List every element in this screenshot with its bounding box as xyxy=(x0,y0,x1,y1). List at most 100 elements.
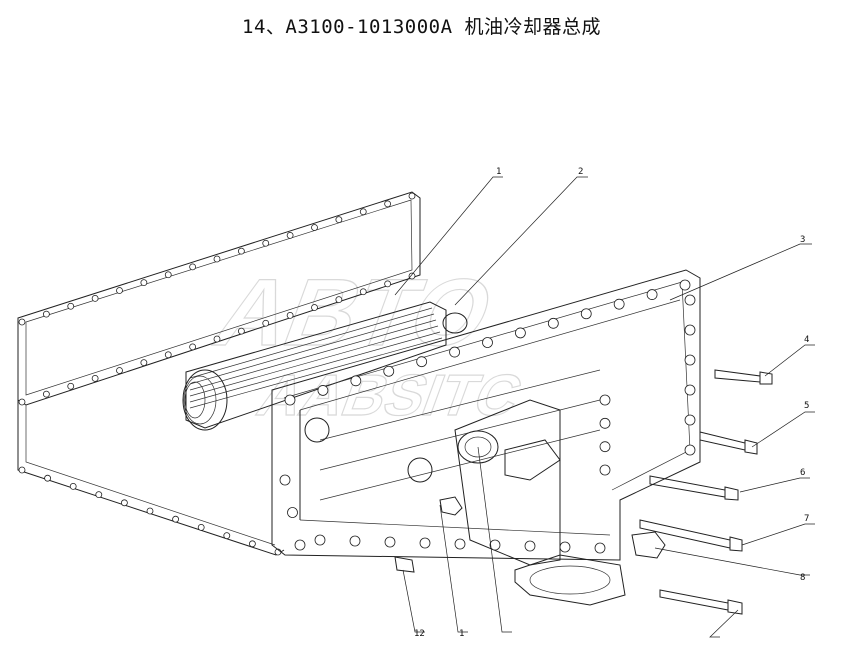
bolt-hole xyxy=(237,247,245,255)
bolt-hole xyxy=(580,308,592,320)
bolt-hole xyxy=(482,337,493,348)
bolt-hole xyxy=(146,507,154,515)
bolt-hole xyxy=(311,224,318,231)
bolt-hole xyxy=(684,444,696,456)
bolt-hole xyxy=(317,385,329,396)
bolt-bottom xyxy=(659,589,743,615)
bolt-hole xyxy=(121,499,128,507)
bolt-hole xyxy=(559,541,571,553)
bolt-hole xyxy=(684,414,696,426)
bolt-hole xyxy=(547,317,559,329)
callout-labels: 1 2 3 4 5 6 7 8 12 1 xyxy=(414,167,809,639)
bolt-hole xyxy=(286,311,294,319)
callout-12: 12 xyxy=(414,629,425,639)
bolt-hole xyxy=(599,394,611,406)
bolt-7 xyxy=(639,519,743,552)
bolt-hole xyxy=(279,474,291,486)
callout-5: 5 xyxy=(804,401,809,411)
callout-2: 2 xyxy=(578,167,583,177)
bolt-hole xyxy=(286,231,294,239)
bolt-hole xyxy=(287,507,298,518)
bolt-hole xyxy=(42,310,50,318)
bolt-hole xyxy=(116,287,123,294)
bolt-hole xyxy=(67,302,75,310)
bolt-hole xyxy=(44,474,51,482)
bolt-hole xyxy=(359,208,367,216)
bolt-hole xyxy=(311,304,318,311)
bolt-hole xyxy=(599,464,611,476)
bolt-hole xyxy=(684,294,696,306)
bolt-hole xyxy=(197,524,205,531)
bolt-hole xyxy=(599,417,611,429)
callout-4: 4 xyxy=(804,335,809,345)
bolt-hole xyxy=(91,294,99,302)
bolt-hole xyxy=(189,343,197,351)
gasket xyxy=(17,191,421,556)
bolt-hole xyxy=(91,374,99,382)
callout-3: 3 xyxy=(800,235,805,245)
diagram-title: 14、A3100-1013000A 机油冷却器总成 xyxy=(242,16,601,38)
bolt-hole xyxy=(383,365,395,377)
bolt-hole xyxy=(599,441,611,453)
bolt-hole xyxy=(384,536,396,548)
bolt-hole xyxy=(684,354,696,366)
cooler-core xyxy=(182,301,468,431)
bolt-hole xyxy=(18,318,26,326)
bolt-center xyxy=(439,496,463,516)
bolt-hole xyxy=(164,351,172,359)
bolt-hole xyxy=(384,200,392,208)
bolt-hole xyxy=(489,539,501,551)
bolt-hole xyxy=(515,327,526,339)
cooler-housing xyxy=(271,269,701,606)
bolt-hole xyxy=(248,540,256,548)
bolt-hole xyxy=(213,335,221,343)
bolt-hole xyxy=(262,239,270,247)
bolt-hole xyxy=(524,540,536,552)
bolt-8 xyxy=(631,531,666,559)
bolt-hole xyxy=(646,289,658,300)
callout-7: 7 xyxy=(804,514,809,524)
bolt-hole xyxy=(684,384,696,396)
bolt-hole xyxy=(262,319,270,327)
bolt-hole xyxy=(349,535,361,547)
bolt-6 xyxy=(649,475,739,501)
bolt-hole xyxy=(419,537,431,549)
bolt-hole xyxy=(237,327,245,335)
callout-1: 1 xyxy=(496,167,501,177)
bolt-4 xyxy=(714,369,773,385)
bolt-5 xyxy=(699,431,758,455)
bolt-hole xyxy=(69,482,77,490)
bolt-hole xyxy=(223,532,231,539)
bolt-hole xyxy=(95,491,103,499)
callout-bottom-1: 1 xyxy=(459,629,464,639)
bolt-hole xyxy=(164,271,172,279)
bolt-hole xyxy=(284,394,296,406)
bolt-hole xyxy=(172,515,180,523)
bolt-hole xyxy=(408,192,416,200)
bolt-hole xyxy=(335,296,343,304)
bolt-hole xyxy=(613,298,625,310)
bolt-hole xyxy=(213,255,221,263)
bolt-hole xyxy=(350,375,362,387)
bolt-12 xyxy=(394,556,415,573)
bolt-hole xyxy=(140,279,148,287)
leader-lines xyxy=(394,176,815,638)
bolt-hole xyxy=(18,466,26,474)
bolt-hole xyxy=(116,367,123,374)
bolt-hole xyxy=(594,542,606,554)
bolt-hole xyxy=(384,280,392,288)
bolts xyxy=(394,369,773,615)
bolt-hole xyxy=(18,398,26,406)
bolt-hole xyxy=(335,216,343,224)
bolt-hole xyxy=(454,538,466,550)
bolt-hole xyxy=(359,288,367,296)
bolt-hole xyxy=(67,382,75,390)
callout-6: 6 xyxy=(800,468,805,478)
bolt-hole xyxy=(408,272,416,280)
bolt-hole xyxy=(189,263,197,271)
bolt-hole xyxy=(449,346,460,358)
watermark: ABTO AABSITC xyxy=(201,258,531,428)
bolt-hole xyxy=(684,324,696,336)
bolt-hole xyxy=(314,534,326,546)
